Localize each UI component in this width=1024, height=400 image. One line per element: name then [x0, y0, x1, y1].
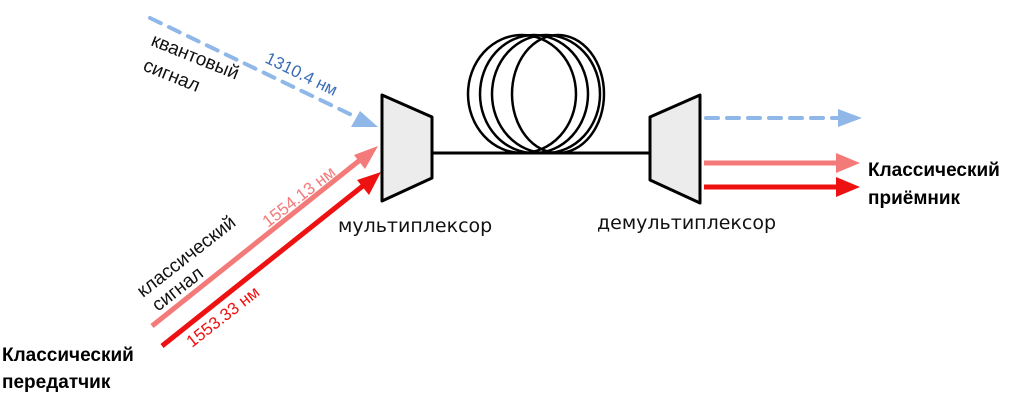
classical-output-arrowhead-dark [836, 177, 860, 197]
demultiplexer-icon [648, 93, 702, 205]
receiver-label-line1: Классический [868, 160, 1000, 181]
classical-signal-arrow-dark [160, 183, 366, 348]
transmitter-label-line1: Классический [2, 345, 134, 366]
receiver-label-line2: приёмник [868, 188, 961, 209]
classical-wavelength-label-1: 1554.13 нм [259, 162, 339, 231]
demultiplexer-label: демультиплексор [597, 212, 776, 234]
transmitter-label-line2: передатчик [2, 372, 111, 393]
classical-arrowhead-dark [357, 172, 381, 195]
quantum-output-arrowhead [838, 109, 862, 127]
multiplexer-label: мультиплексор [338, 215, 492, 237]
multiplexer-icon [380, 93, 434, 203]
classical-signal-arrow-light [150, 158, 362, 328]
classical-arrowhead-light [354, 146, 378, 169]
classical-output-arrowhead-light [836, 153, 860, 173]
quantum-signal-arrow [148, 16, 360, 120]
quantum-arrowhead [351, 111, 378, 127]
fiber-spool-icon [466, 33, 606, 155]
